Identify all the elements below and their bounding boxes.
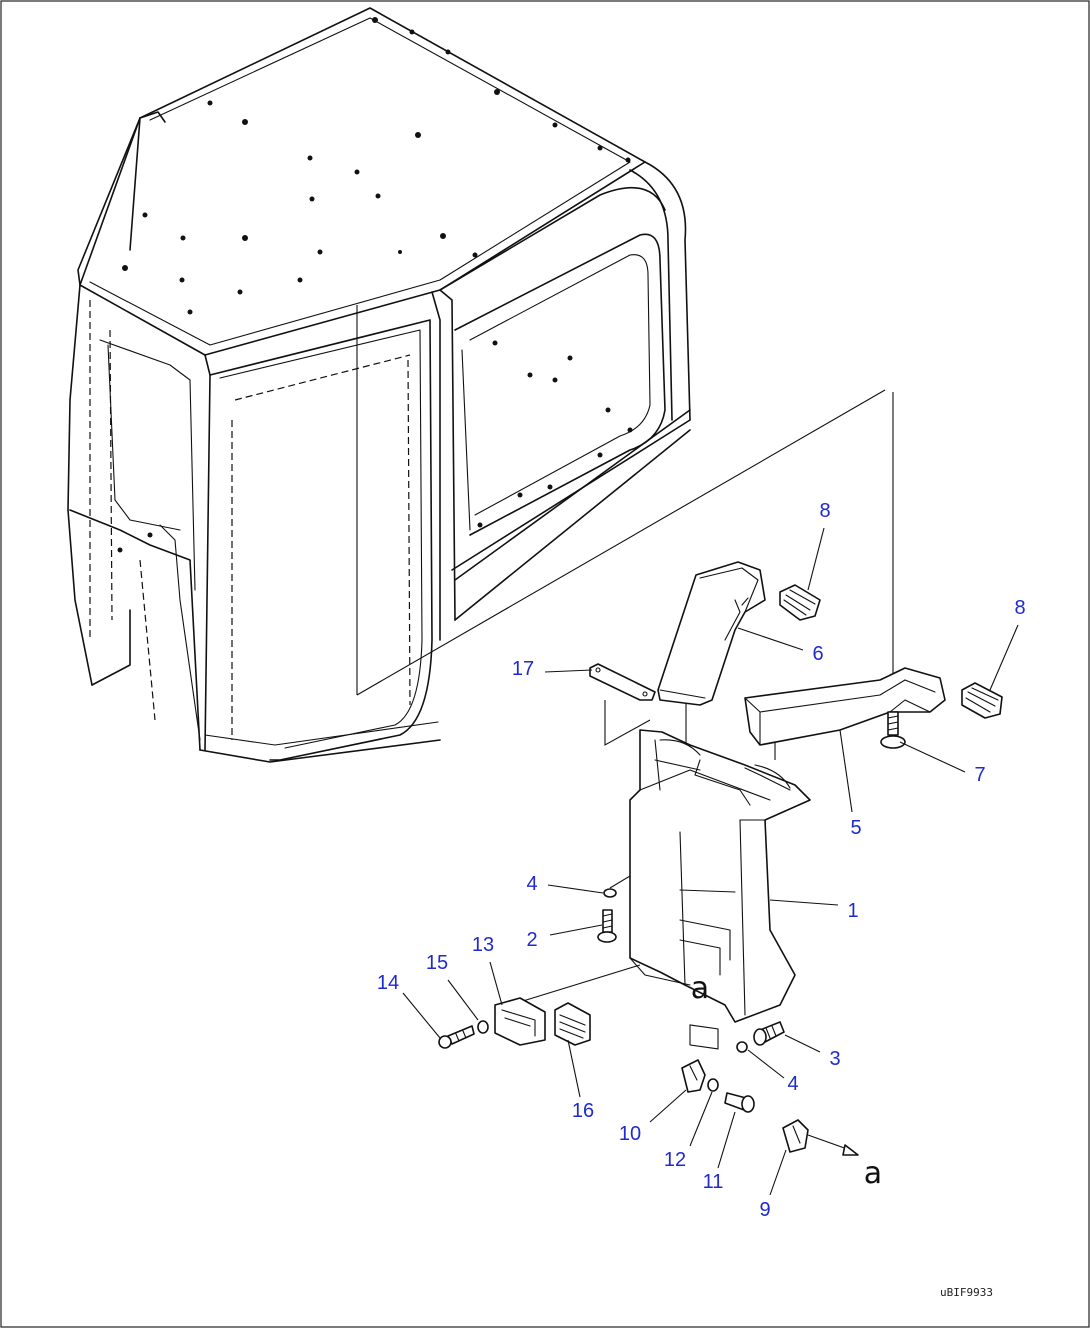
callout-6: 6 [812, 643, 823, 665]
callout-8-right: 8 [1014, 597, 1025, 619]
part-14-screw [438, 1025, 475, 1049]
part-3-bolt [753, 1021, 785, 1046]
part-8-louvre-a [779, 584, 821, 621]
cab-frame [67, 7, 691, 763]
callout-10: 10 [619, 1123, 641, 1145]
callout-5: 5 [850, 817, 861, 839]
view-marker-a-lower: a [864, 1156, 882, 1191]
callout-9: 9 [759, 1199, 770, 1221]
callout-labels: 1 2 3 4 4 5 6 7 8 8 9 10 11 12 13 14 15 … [377, 500, 1026, 1221]
callout-8-upper: 8 [819, 500, 830, 522]
callout-11: 11 [703, 1171, 724, 1193]
part-10-clip [681, 1059, 706, 1093]
part-7-bolt [880, 711, 906, 749]
callout-7: 7 [974, 764, 985, 786]
part-15-washer [477, 1020, 489, 1034]
callout-3: 3 [829, 1048, 840, 1070]
callout-14: 14 [377, 972, 399, 994]
part-9-clip [782, 1119, 859, 1156]
callout-15: 15 [426, 952, 448, 974]
callout-2: 2 [526, 929, 537, 951]
part-12-washer [707, 1078, 719, 1092]
callout-1: 1 [847, 900, 858, 922]
part-2-bolt [597, 909, 617, 943]
part-1-duct-column [629, 729, 811, 1050]
roof-bolts [117, 17, 633, 553]
part-4-washer-lower [736, 1041, 748, 1053]
part-4-washer-upper [603, 888, 617, 898]
part-5-right-duct [744, 667, 946, 746]
part-17-bracket [589, 663, 656, 701]
drawing-code: uBIF9933 [940, 1286, 993, 1299]
part-13-grille [494, 997, 546, 1046]
part-16-louvre [554, 1002, 591, 1046]
part-11-pin [724, 1092, 755, 1113]
callout-12: 12 [664, 1149, 686, 1171]
view-marker-a-upper: a [691, 971, 709, 1006]
callout-17: 17 [512, 658, 534, 680]
callout-13: 13 [472, 934, 494, 956]
callout-4-lower: 4 [787, 1073, 798, 1095]
part-6-upper-duct [657, 561, 766, 706]
part-8-louvre-b [961, 682, 1003, 719]
leader-lines [402, 527, 1019, 1196]
callout-4-upper: 4 [526, 873, 537, 895]
callout-16: 16 [572, 1100, 594, 1122]
